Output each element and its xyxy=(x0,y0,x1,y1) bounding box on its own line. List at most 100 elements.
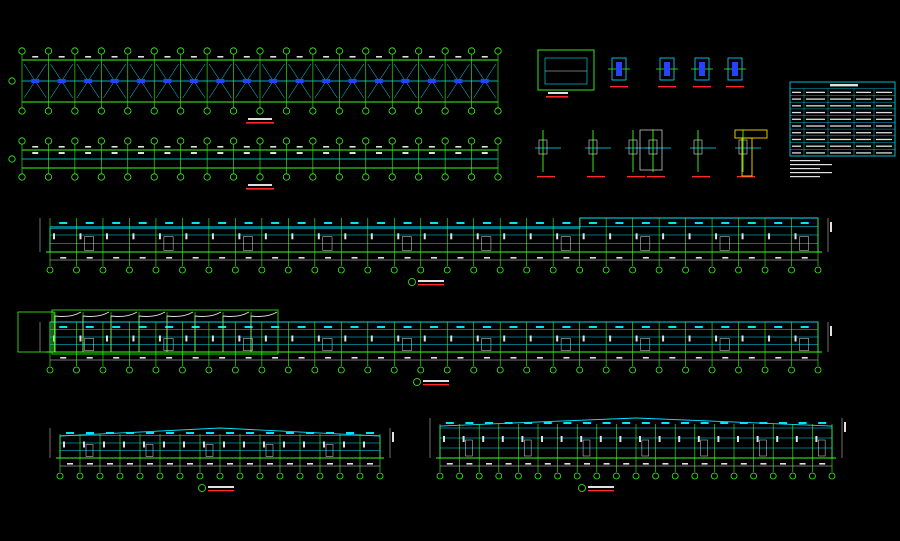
opening-mark xyxy=(291,335,294,342)
table-cell-text xyxy=(792,152,801,154)
drawing-title-mark xyxy=(423,380,449,382)
table-cell-text xyxy=(856,98,871,100)
table-cell-text xyxy=(830,98,851,100)
member-label xyxy=(747,222,756,224)
dimension-text-mark xyxy=(323,56,330,58)
member-label xyxy=(562,326,571,328)
grid-axis-bubble-icon xyxy=(203,47,211,55)
grid-axis-bubble-icon xyxy=(362,173,370,181)
opening-mark xyxy=(678,436,681,442)
member-label xyxy=(509,326,518,328)
grid-axis-bubble-icon xyxy=(613,472,620,480)
opening-mark xyxy=(344,335,347,342)
table-cell-text xyxy=(876,152,892,154)
dimension-text-mark xyxy=(510,257,517,259)
opening-mark xyxy=(795,436,798,442)
opening-mark xyxy=(185,335,188,342)
dimension-text-mark xyxy=(87,463,93,465)
grid-axis-bubble-icon xyxy=(56,472,64,480)
table-cell-text xyxy=(792,111,801,114)
dimension-text-mark xyxy=(623,463,630,465)
dimension-text-mark xyxy=(139,357,146,359)
dimension-text-mark xyxy=(243,146,250,148)
grid-axis-bubble-icon xyxy=(309,137,317,145)
grid-axis-bubble-icon xyxy=(761,366,769,374)
dimension-text-mark xyxy=(85,56,92,58)
member-label xyxy=(324,326,333,328)
grid-axis-bubble-icon xyxy=(408,278,416,286)
grid-axis-bubble-icon xyxy=(415,107,423,115)
member-label xyxy=(563,422,572,424)
elevation-b-portal-frames xyxy=(17,309,279,355)
grid-axis-bubble-icon xyxy=(97,47,105,55)
connection-detail-2 xyxy=(656,57,678,88)
member-label xyxy=(668,222,677,224)
grid-axis-bubble-icon xyxy=(229,47,238,55)
portal-frame-curve xyxy=(222,311,250,352)
dimension-text-mark xyxy=(536,357,543,359)
grid-axis-bubble-icon xyxy=(136,472,144,480)
member-label xyxy=(138,326,147,328)
member-tag xyxy=(164,152,171,154)
opening-mark xyxy=(462,436,465,442)
member-label xyxy=(779,422,787,424)
table-cell-text xyxy=(856,105,871,107)
level-mark xyxy=(830,326,832,336)
dimension-text-mark xyxy=(642,463,649,465)
dimension-text-mark xyxy=(536,257,543,259)
opening-mark xyxy=(794,233,797,240)
member-label xyxy=(774,222,783,224)
member-label xyxy=(465,422,474,424)
portal-frame-curve xyxy=(250,311,278,352)
dimension-text-mark xyxy=(701,463,708,465)
dimension-text-mark xyxy=(272,257,279,259)
grid-axis-bubble-icon xyxy=(124,137,132,145)
dimension-text-mark xyxy=(404,357,411,359)
member-label xyxy=(456,326,465,328)
grid-axis-bubble-icon xyxy=(441,173,449,181)
grid-axis-bubble-icon xyxy=(441,107,449,115)
frame-bay-box xyxy=(51,309,279,355)
opening-mark xyxy=(53,233,55,240)
grid-axis-bubble-icon xyxy=(655,266,663,274)
table-cell-text xyxy=(792,98,801,100)
grid-axis-bubble-icon xyxy=(578,484,586,492)
dimension-text-mark xyxy=(32,146,39,148)
joint-detail-4 xyxy=(645,130,671,178)
grid-axis-bubble-icon xyxy=(311,366,319,374)
dimension-text-mark xyxy=(190,146,197,148)
opening-mark xyxy=(344,233,347,240)
member-label xyxy=(271,326,280,328)
grid-axis-bubble-icon xyxy=(311,266,319,274)
member-label xyxy=(126,432,134,434)
door-window-opening xyxy=(85,444,94,457)
elevation-d xyxy=(429,417,846,492)
grid-axis-bubble-icon xyxy=(415,173,423,181)
grid-axis-bubble-icon xyxy=(443,266,451,274)
dimension-text-mark xyxy=(721,463,728,465)
member-label xyxy=(694,326,703,328)
dimension-text-mark xyxy=(86,357,93,359)
opening-mark xyxy=(105,335,108,342)
door-window-opening xyxy=(719,236,730,251)
member-tag xyxy=(296,152,303,154)
door-window-opening xyxy=(401,338,412,351)
dimension-text-mark xyxy=(139,257,146,259)
opening-mark xyxy=(741,233,744,240)
table-cell-text xyxy=(806,132,825,134)
dimension-text-mark xyxy=(219,357,226,359)
grid-axis-bubble-icon xyxy=(814,266,822,274)
grid-axis-bubble-icon xyxy=(467,137,476,145)
opening-mark xyxy=(501,436,504,442)
dimension-text-mark xyxy=(801,257,808,259)
dimension-text-mark xyxy=(111,146,118,148)
opening-mark xyxy=(370,335,373,342)
dimension-text-mark xyxy=(164,56,171,58)
grid-axis-bubble-icon xyxy=(335,107,343,115)
door-window-opening xyxy=(640,236,651,251)
note-line xyxy=(790,176,820,178)
member-label xyxy=(191,326,200,328)
joint-detail-1 xyxy=(535,130,561,178)
grid-axis-bubble-icon xyxy=(691,472,699,480)
